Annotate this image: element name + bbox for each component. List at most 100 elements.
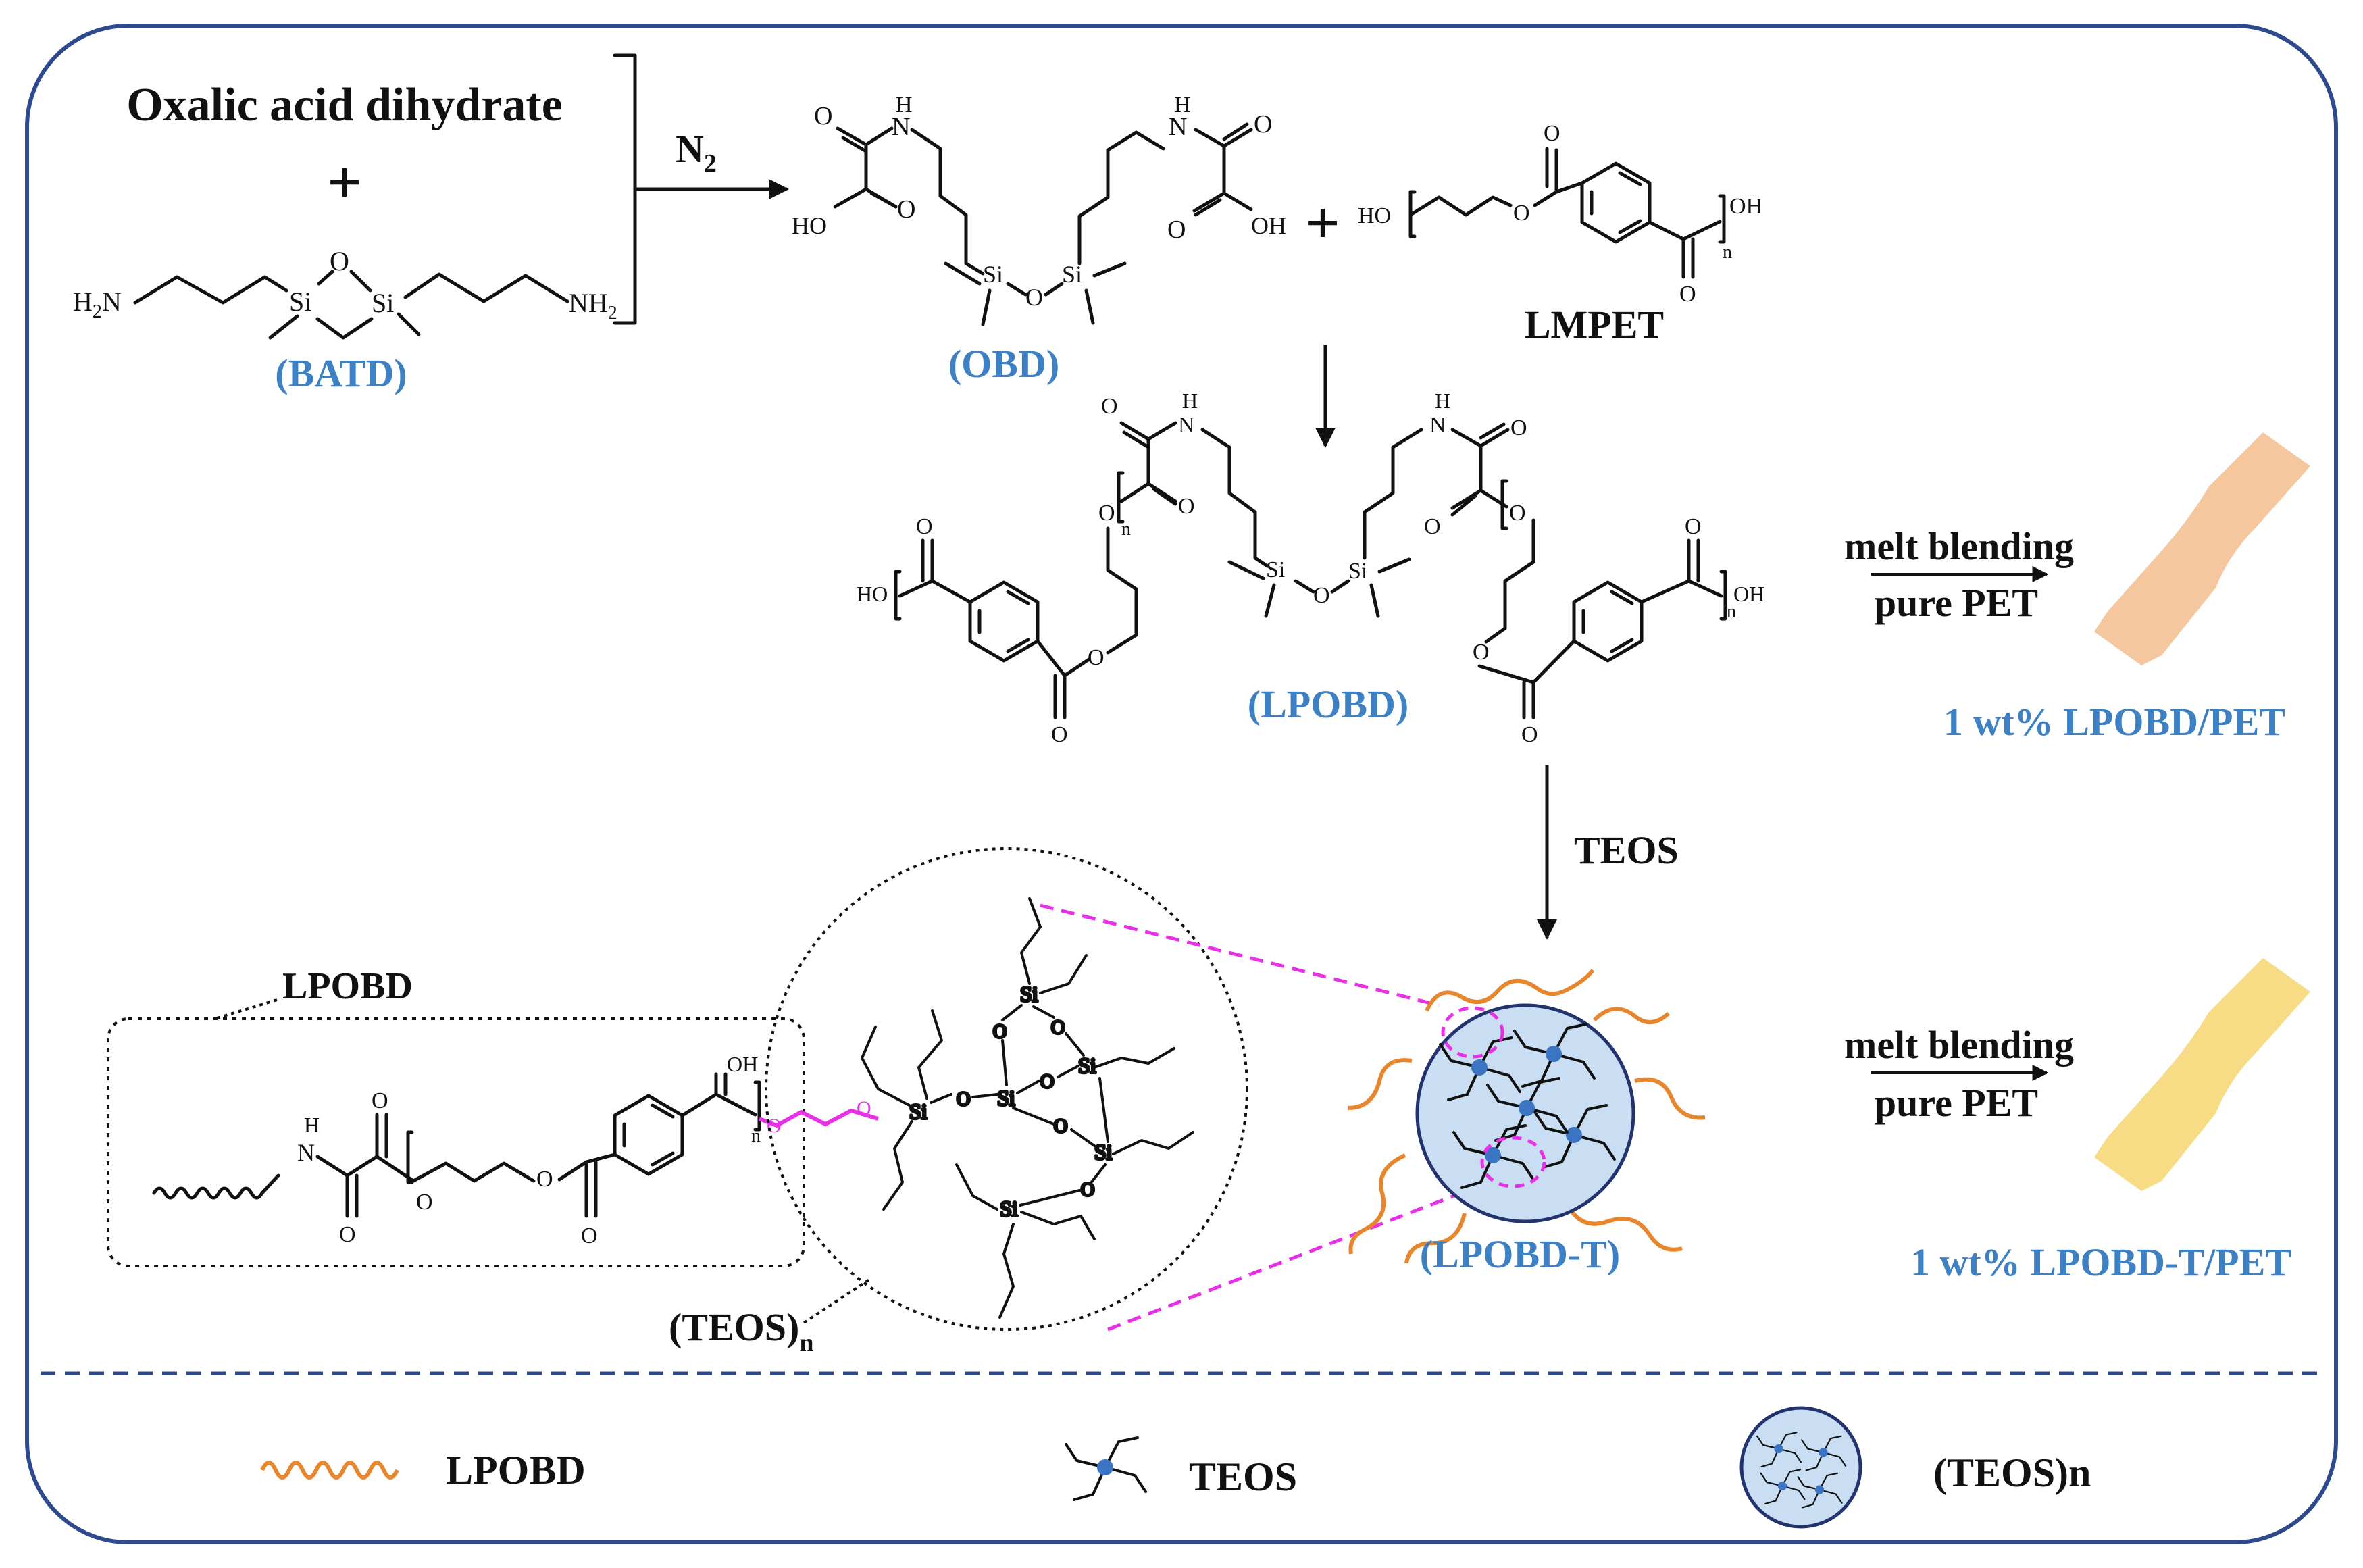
- svg-text:O: O: [416, 1190, 433, 1215]
- orange-wavy-chain-icon: [260, 1461, 399, 1480]
- blend-2-line2: pure PET: [1875, 1081, 2038, 1125]
- svg-text:H: H: [1174, 93, 1191, 118]
- lpobd-detail: LPOBD H N O O O O O OH n O O: [107, 965, 879, 1267]
- svg-text:HO: HO: [792, 212, 827, 239]
- svg-text:O: O: [330, 246, 349, 276]
- svg-text:N: N: [1178, 413, 1195, 438]
- oxalic-acid-label: Oxalic acid dihydrate: [126, 79, 563, 131]
- teos-cluster: Si Si Si Si Si Si O O O O O O: [765, 847, 1248, 1331]
- svg-text:HO: HO: [1358, 203, 1391, 228]
- svg-text:n: n: [1727, 601, 1736, 622]
- legend-label-teos-n: (TEOS)n: [1933, 1450, 2091, 1495]
- lmpet-structure: HO O O O n OH: [1358, 121, 1762, 307]
- zoom-line-top: [1040, 903, 1440, 1007]
- blend-1-line1: melt blending: [1844, 524, 2074, 568]
- svg-text:n: n: [1121, 519, 1131, 540]
- svg-text:n: n: [1723, 242, 1732, 263]
- svg-text:O: O: [1685, 514, 1702, 539]
- svg-text:Si: Si: [372, 288, 394, 318]
- svg-text:O: O: [1521, 722, 1538, 747]
- svg-text:O: O: [581, 1223, 598, 1248]
- svg-text:O: O: [1167, 216, 1186, 244]
- svg-text:H: H: [304, 1113, 320, 1137]
- svg-text:H2N: H2N: [73, 286, 122, 322]
- blend-1: melt blending pure PET 1 wt% LPOBD/PET: [1844, 432, 2310, 744]
- svg-text:O: O: [1025, 284, 1043, 311]
- teos-step-label: TEOS: [1574, 828, 1679, 872]
- svg-text:Si: Si: [1020, 982, 1038, 1006]
- svg-text:O: O: [1313, 583, 1330, 608]
- svg-text:O: O: [897, 195, 915, 224]
- lpobd-tag: LPOBD: [282, 965, 413, 1007]
- svg-text:O: O: [372, 1088, 388, 1113]
- svg-text:O: O: [1254, 110, 1272, 138]
- lpobd-structure: O H N O n O O O O HO Si O Si: [857, 388, 1764, 747]
- svg-text:OH: OH: [1251, 212, 1286, 239]
- svg-text:N: N: [1429, 413, 1446, 438]
- obd-structure: H N O O HO Si O Si H N O O OH: [792, 93, 1286, 326]
- lmpet-label: LMPET: [1525, 303, 1664, 347]
- svg-text:Si: Si: [909, 1099, 928, 1123]
- svg-text:O: O: [767, 1115, 782, 1137]
- svg-text:O: O: [993, 1021, 1007, 1042]
- svg-text:Si: Si: [289, 286, 311, 317]
- svg-text:N: N: [297, 1139, 315, 1166]
- svg-text:O: O: [1178, 494, 1195, 519]
- svg-text:O: O: [1051, 1017, 1065, 1038]
- specimen-1-icon: [2094, 432, 2310, 665]
- svg-text:O: O: [1513, 201, 1530, 226]
- svg-text:H: H: [1435, 388, 1450, 413]
- blend-1-product: 1 wt% LPOBD/PET: [1943, 700, 2285, 744]
- teos-cluster-boundary: [765, 847, 1248, 1331]
- legend-label-teos: TEOS: [1189, 1455, 1297, 1499]
- svg-text:O: O: [1051, 722, 1068, 747]
- specimen-2-icon: [2094, 958, 2310, 1191]
- legend-label-lpobd: LPOBD: [446, 1448, 586, 1492]
- svg-text:N: N: [1169, 113, 1187, 141]
- blend-2-line1: melt blending: [1844, 1023, 2074, 1067]
- svg-text:O: O: [1101, 394, 1118, 419]
- lpobd-label: (LPOBD): [1248, 682, 1408, 726]
- lpobd-t-label: (LPOBD-T): [1420, 1232, 1620, 1276]
- svg-text:Si: Si: [1078, 1053, 1096, 1078]
- blend-2: melt blending pure PET 1 wt% LPOBD-T/PET: [1844, 958, 2310, 1284]
- svg-text:O: O: [1054, 1116, 1067, 1137]
- svg-text:Si: Si: [997, 1086, 1015, 1110]
- svg-text:H: H: [1182, 388, 1198, 413]
- lpobd-t-particle: [1348, 969, 1706, 1264]
- svg-text:Si: Si: [983, 261, 1003, 288]
- n2-condition: N2: [676, 127, 717, 178]
- batd-label: (BATD): [275, 351, 407, 395]
- svg-text:O: O: [1098, 501, 1115, 526]
- plus-sign-1: +: [327, 149, 361, 216]
- svg-text:O: O: [339, 1222, 356, 1247]
- svg-text:O: O: [916, 514, 933, 539]
- svg-text:OH: OH: [1733, 582, 1764, 606]
- svg-text:H: H: [896, 93, 913, 118]
- batd-structure: H2N Si O Si NH2: [73, 246, 617, 340]
- svg-text:Si: Si: [1348, 559, 1367, 584]
- svg-text:O: O: [1040, 1071, 1054, 1092]
- blend-2-product: 1 wt% LPOBD-T/PET: [1910, 1240, 2291, 1284]
- svg-text:OH: OH: [1729, 194, 1762, 219]
- reaction-1: Oxalic acid dihydrate + H2N Si O Si NH2 …: [73, 53, 789, 395]
- svg-text:HO: HO: [857, 582, 888, 606]
- zoom-line-bottom: [1107, 1173, 1507, 1332]
- svg-text:O: O: [1088, 645, 1104, 670]
- teos-particle-icon: [1739, 1406, 1862, 1529]
- svg-text:O: O: [1424, 514, 1441, 539]
- svg-text:O: O: [814, 102, 832, 130]
- svg-text:O: O: [857, 1097, 871, 1119]
- outer-frame: [25, 24, 2338, 1544]
- svg-text:N: N: [892, 113, 910, 141]
- svg-text:OH: OH: [727, 1052, 758, 1076]
- blend-1-line2: pure PET: [1875, 581, 2038, 625]
- svg-text:O: O: [1510, 415, 1527, 440]
- legend: LPOBD TEOS (TEOS)n: [260, 1406, 2091, 1529]
- svg-text:NH2: NH2: [569, 288, 617, 324]
- teos-n-label: (TEOS)n: [669, 1305, 814, 1357]
- obd-label: (OBD): [948, 342, 1059, 386]
- magenta-linker: [758, 1108, 879, 1128]
- plus-sign-2: +: [1305, 190, 1340, 257]
